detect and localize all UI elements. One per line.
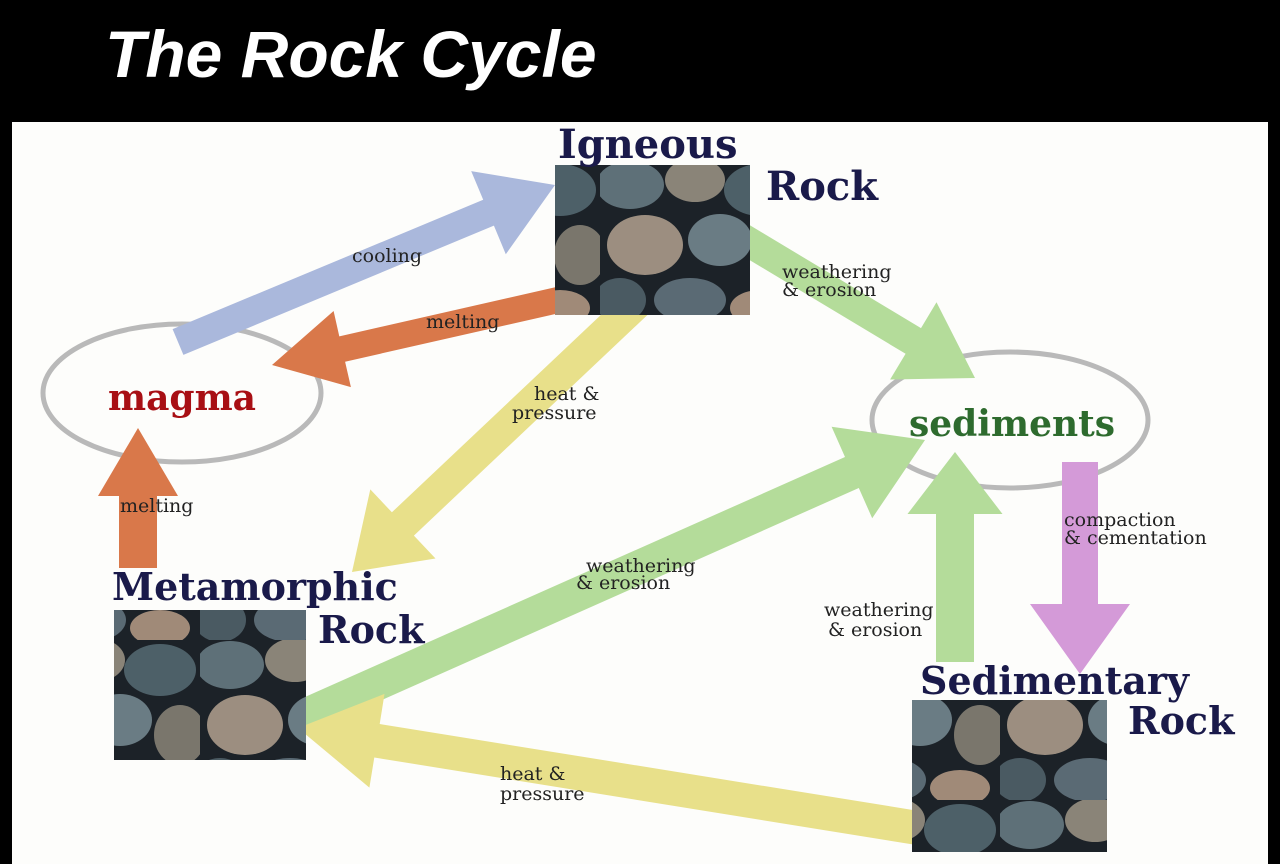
- melting-metamorphic-label: melting: [120, 495, 193, 517]
- weathering-metamorphic-arrow: [288, 426, 926, 736]
- igneous-title-line2: Rock: [766, 163, 879, 210]
- heat-pressure-sedimentary-label: heat & pressure: [500, 763, 585, 805]
- melting-metamorphic-arrow: [98, 428, 178, 568]
- weathering-sedimentary-arrow: [907, 452, 1003, 662]
- sediments-label: sediments: [909, 403, 1115, 445]
- igneous-rock-image: [555, 165, 750, 315]
- compaction-label: compaction & cementation: [1064, 509, 1207, 549]
- melting-igneous-label: melting: [426, 311, 499, 333]
- heat-pressure-sedimentary-arrow: [298, 693, 933, 847]
- cooling-arrow: [172, 171, 555, 355]
- cooling-label: cooling: [352, 245, 422, 267]
- magma-label: magma: [108, 377, 256, 419]
- melting-igneous-arrow: [272, 282, 583, 388]
- sedimentary-title-line2: Rock: [1128, 698, 1235, 743]
- sedimentary-rock-image: [912, 700, 1107, 852]
- metamorphic-rock-image: [114, 610, 306, 760]
- heat-pressure-igneous-label: heat & pressure: [512, 383, 605, 424]
- sediments-ellipse: [869, 349, 1151, 491]
- metamorphic-title-line2: Rock: [318, 607, 425, 652]
- weathering-sedimentary-label: weathering & erosion: [824, 599, 940, 641]
- weathering-igneous-label: weathering & erosion: [782, 261, 898, 301]
- sedimentary-title-line1: Sedimentary: [920, 658, 1190, 703]
- page-title: The Rock Cycle: [105, 17, 597, 91]
- metamorphic-title-line1: Metamorphic: [112, 564, 398, 609]
- weathering-igneous-arrow: [734, 225, 975, 380]
- compaction-arrow: [1030, 462, 1130, 674]
- weathering-metamorphic-label: weathering & erosion: [576, 555, 702, 594]
- magma-ellipse: [40, 321, 324, 465]
- igneous-title-line1: Igneous: [558, 121, 738, 168]
- heat-pressure-igneous-arrow: [352, 288, 651, 572]
